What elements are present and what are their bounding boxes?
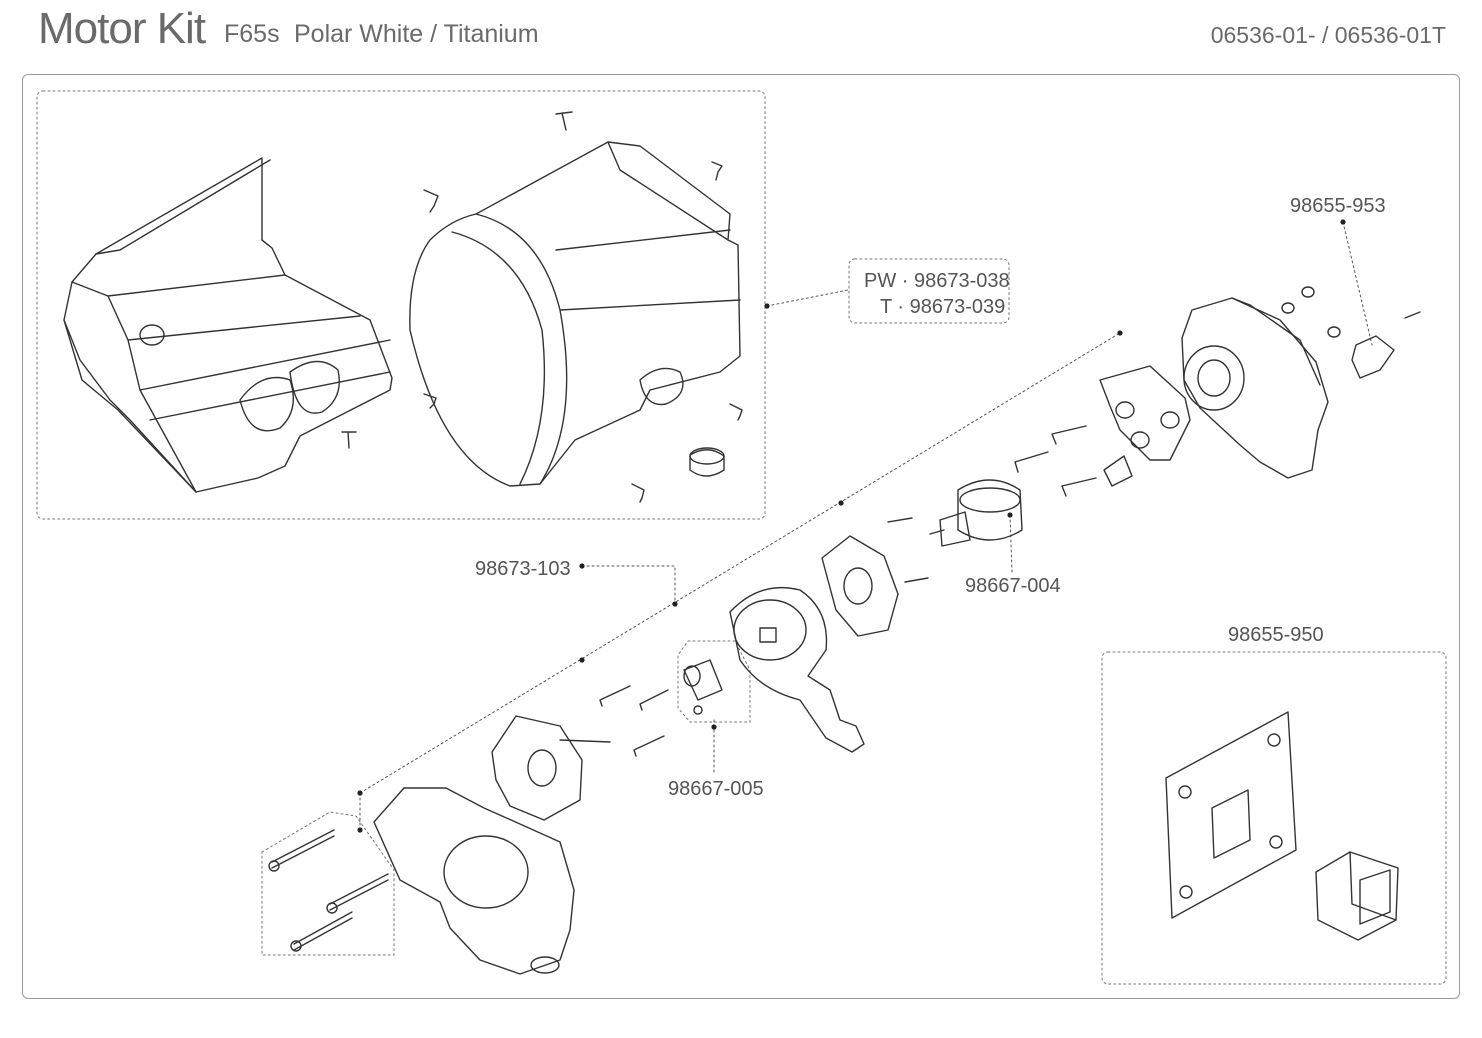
label-cover-pw: PW · 98673-038 xyxy=(864,270,1010,292)
leader-lines xyxy=(359,221,1373,831)
mounting-plate-upper xyxy=(1099,365,1191,487)
cover-label-box xyxy=(848,258,1010,324)
rocker-switch xyxy=(1315,851,1399,941)
middle-screws xyxy=(887,425,1097,583)
leader-dots xyxy=(357,219,1346,833)
label-cover-t: T · 98673-039 xyxy=(880,296,1005,318)
part-codes: 06536-01- / 06536-01T xyxy=(1210,22,1446,48)
cover-screws xyxy=(341,111,743,503)
bolt-box xyxy=(261,811,395,956)
diagram-frame xyxy=(22,74,1460,999)
gear-housing xyxy=(1181,297,1329,479)
label-switch-panel: 98655-950 xyxy=(1228,624,1324,646)
large-cylinder xyxy=(729,586,865,753)
lower-screws xyxy=(599,685,669,757)
label-coupling: 98667-004 xyxy=(965,575,1061,597)
label-gear-assembly: 98673-103 xyxy=(475,558,571,580)
motor-front-plate xyxy=(491,715,611,821)
page-title: Motor Kit xyxy=(38,4,206,53)
housing-shell xyxy=(63,157,393,493)
bushing xyxy=(683,659,723,715)
switch-panel-box xyxy=(1101,651,1447,985)
micro-switch-parts xyxy=(1281,286,1421,379)
switch-plate xyxy=(1165,711,1297,919)
label-bushing: 98667-005 xyxy=(668,778,764,800)
color-variant: Polar White / Titanium xyxy=(294,20,539,48)
motor-plate-middle xyxy=(821,535,899,637)
model-name: F65s xyxy=(224,20,280,48)
front-cover xyxy=(409,141,741,487)
label-micro-switch: 98655-953 xyxy=(1290,195,1386,217)
gear-motor xyxy=(373,787,575,975)
coupling xyxy=(929,479,1023,547)
long-bolts xyxy=(268,829,389,952)
